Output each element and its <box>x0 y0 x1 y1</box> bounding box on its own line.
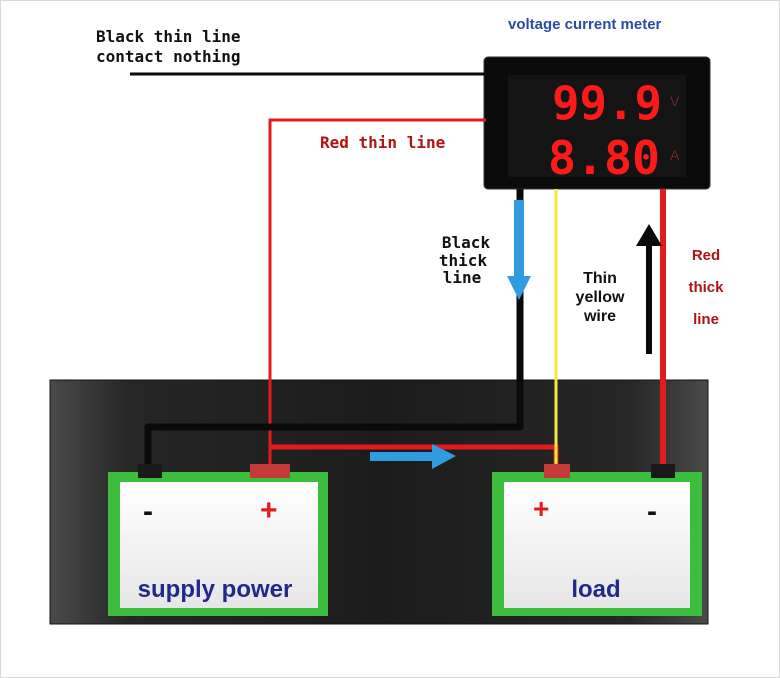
supply-negative-terminal <box>138 464 162 478</box>
blue-arrow-down-icon <box>507 200 531 300</box>
meter-title: voltage current meter <box>508 16 662 33</box>
black-thick-label-line3: line <box>443 268 482 287</box>
load-negative-sign: - <box>647 495 657 528</box>
load-positive-sign: + <box>533 493 549 524</box>
current-reading: 8.80 <box>548 131 660 185</box>
yellow-wire-label-line2: yellow <box>576 289 625 306</box>
black-thick-label-line1: Black <box>442 233 491 252</box>
yellow-wire-label-line3: wire <box>583 308 616 325</box>
black-thick-label-line2: thick <box>439 251 488 270</box>
blue-arrow-right-icon <box>370 444 456 469</box>
supply-positive-sign: + <box>260 494 278 527</box>
red-thin-wire <box>268 118 486 470</box>
load-negative-terminal <box>651 464 675 478</box>
red-thin-label: Red thin line <box>320 133 445 152</box>
red-thick-label-line1: Red <box>692 247 720 264</box>
black-thin-label-line2: contact nothing <box>96 47 241 66</box>
yellow-wire-label-line1: Thin <box>583 270 617 287</box>
red-thick-label-line3: line <box>693 311 719 328</box>
voltage-unit: V <box>670 93 680 109</box>
black-thick-wire <box>144 189 524 468</box>
load-positive-terminal <box>544 464 570 478</box>
load-battery: + - load <box>492 464 702 616</box>
supply-power-label: supply power <box>138 576 293 603</box>
voltage-current-meter: 99.9 8.80 V A <box>483 56 711 190</box>
black-arrow-up-icon <box>636 224 662 354</box>
voltage-reading: 99.9 <box>552 76 662 130</box>
current-unit: A <box>670 147 680 163</box>
red-thick-label-line2: thick <box>688 279 724 296</box>
load-label: load <box>571 576 620 603</box>
supply-power-battery: - + supply power <box>108 464 328 616</box>
black-thin-label-line1: Black thin line <box>96 27 241 46</box>
supply-positive-terminal <box>250 464 290 478</box>
supply-negative-sign: - <box>143 495 153 528</box>
